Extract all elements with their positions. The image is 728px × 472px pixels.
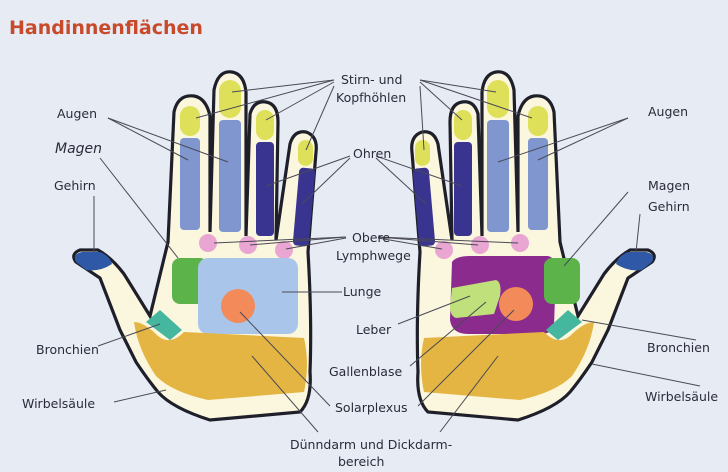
label-gallenblase: Gallenblase [329,364,402,379]
right-eye-index [528,138,548,230]
right-stomach [544,258,580,304]
left-ear-ring [256,142,274,236]
label-augen-right: Augen [648,104,688,119]
left-eye-index [180,138,200,230]
label-solarplexus: Solarplexus [335,400,408,415]
label-bronchien-right: Bronchien [647,340,710,355]
right-hand [412,72,655,420]
right-sinus-middle [487,80,509,118]
left-solar [221,289,255,323]
label-magen-right: Magen [648,178,690,193]
label-gehirn-right: Gehirn [648,199,690,214]
label-augen-left: Augen [57,106,97,121]
label-stirn: Stirn- und [341,72,402,87]
label-obere: Obere [352,230,390,245]
label-gehirn-left: Gehirn [54,178,96,193]
left-sinus-index [180,106,200,136]
right-sinus-little [415,140,430,166]
left-lymph-3 [275,241,293,259]
page-title: Handinnenflächen [9,17,203,39]
left-sinus-middle [219,80,241,118]
left-sinus-ring [256,110,274,140]
right-eye-middle [487,120,509,232]
label-leber: Leber [356,322,392,337]
left-hand [74,72,317,420]
label-wirbelsaeule-left: Wirbelsäule [22,396,95,411]
label-ohren: Ohren [353,146,391,161]
label-kopfhoehlen: Kopfhöhlen [336,90,406,105]
label-lymphwege: Lymphwege [336,248,411,263]
right-ear-ring [454,142,472,236]
label-lunge: Lunge [343,284,382,299]
left-sinus-little [298,140,313,166]
label-darm-line2: bereich [338,454,384,469]
label-darm-line1: Dünndarm und Dickdarm- [290,437,452,452]
left-eye-middle [219,120,241,232]
right-lymph-3 [435,241,453,259]
right-sinus-index [528,106,548,136]
label-bronchien-left: Bronchien [36,342,99,357]
label-wirbelsaeule-right: Wirbelsäule [645,389,718,404]
right-sinus-ring [454,110,472,140]
right-solar [499,287,533,321]
label-magen-left: Magen [55,141,102,157]
